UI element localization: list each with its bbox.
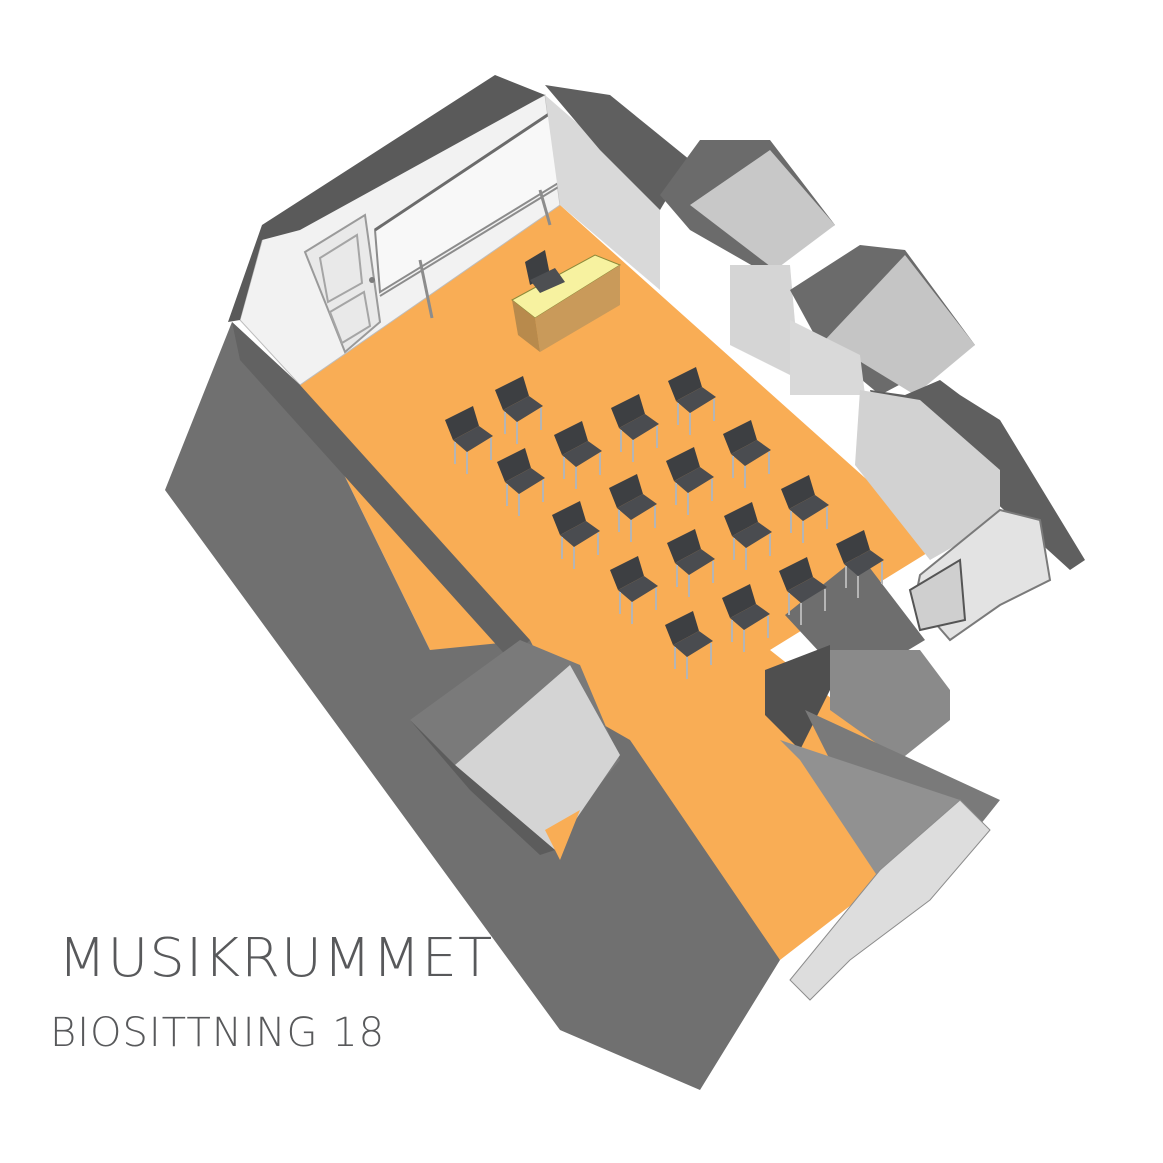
- back-wall-top-edge: [228, 75, 545, 322]
- chair: [609, 474, 657, 542]
- chair: [724, 502, 772, 570]
- chair: [497, 448, 545, 516]
- chair: [495, 376, 543, 444]
- chair: [610, 556, 658, 624]
- chair: [552, 501, 600, 569]
- chair: [666, 447, 714, 515]
- room-title: MUSIKRUMMET: [58, 927, 494, 990]
- whiteboard: [373, 108, 562, 319]
- room-subtitle: BIOSITTNING 18: [50, 1010, 386, 1056]
- left-wall-inner-face: [232, 322, 530, 660]
- right-lower-wall: [789, 799, 991, 1001]
- teacher-chair: [525, 250, 565, 293]
- chair: [611, 394, 659, 462]
- right-wall: [545, 85, 1085, 642]
- chair: [722, 584, 770, 652]
- chair: [445, 406, 493, 474]
- lower-dormer: [410, 640, 620, 860]
- chair: [781, 475, 829, 543]
- chair: [554, 421, 602, 489]
- teacher-desk: [511, 254, 622, 352]
- chair: [723, 420, 771, 488]
- seating-group: [445, 367, 884, 679]
- chair: [779, 557, 827, 625]
- chair: [667, 529, 715, 597]
- door: [303, 213, 382, 354]
- chair: [836, 530, 884, 598]
- chair: [668, 367, 716, 435]
- chair: [665, 611, 713, 679]
